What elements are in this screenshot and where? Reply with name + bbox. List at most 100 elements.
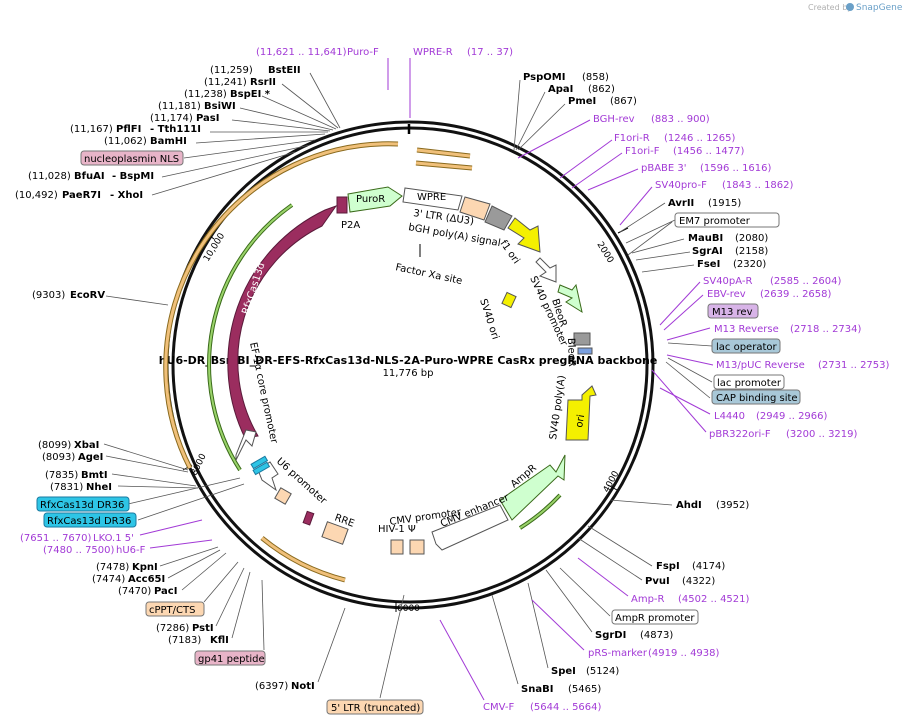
- enzyme-kfli: KflI: [210, 635, 229, 646]
- svg-text:(5465): (5465): [568, 684, 601, 695]
- svg-text:(10,492): (10,492): [15, 190, 58, 201]
- svg-text:(7831): (7831): [50, 482, 83, 493]
- box-cap-binding-site: CAP binding site: [716, 393, 798, 404]
- enzyme-sgrai: SgrAI: [692, 246, 723, 257]
- svg-text:(1246 .. 1265): (1246 .. 1265): [664, 133, 736, 144]
- svg-text:(11,181): (11,181): [158, 101, 201, 112]
- svg-text:(4502 .. 4521): (4502 .. 4521): [678, 594, 750, 605]
- primer-l4440: L4440: [714, 411, 745, 422]
- right-primers: BGH-rev (883 .. 900) F1ori-R (1246 .. 12…: [439, 114, 890, 713]
- plasmid-name: hU6-DR_BsmBI_DR-EFS-RfxCas13d-NLS-2A-Pur…: [159, 354, 658, 367]
- svg-text:(883 .. 900): (883 .. 900): [651, 114, 710, 125]
- svg-text:(11,241): (11,241): [204, 77, 247, 88]
- svg-text:(4174): (4174): [692, 561, 725, 572]
- enzyme-bamhi: BamHI: [150, 136, 187, 147]
- svg-text:(7480 .. 7500): (7480 .. 7500): [43, 545, 115, 556]
- box-em7-promoter: EM7 promoter: [679, 216, 751, 227]
- svg-text:(2718 .. 2734): (2718 .. 2734): [790, 324, 862, 335]
- enzyme-fspi: FspI: [656, 561, 680, 572]
- svg-text:(7651 .. 7670): (7651 .. 7670): [20, 533, 92, 544]
- svg-text:(8093): (8093): [42, 452, 75, 463]
- enzyme-sgrdi: SgrDI: [595, 630, 626, 641]
- svg-text:(1596 .. 1616): (1596 .. 1616): [700, 163, 772, 174]
- box-rfxcas13d-dr36-a: RfxCas13d DR36: [40, 500, 124, 511]
- enzyme-pflfi: PflFI: [116, 124, 141, 135]
- enzyme-maubi: MauBI: [688, 233, 723, 244]
- enzyme-pspomi: PspOMI: [523, 72, 565, 83]
- svg-text:(3952): (3952): [716, 500, 749, 511]
- svg-text:(7470): (7470): [118, 586, 151, 597]
- svg-text:- BspMI: - BspMI: [112, 171, 154, 182]
- enzyme-fsei: FseI: [697, 259, 720, 270]
- svg-text:(5644 .. 5664): (5644 .. 5664): [530, 702, 602, 713]
- primer-pbabe3: pBABE 3': [641, 163, 687, 174]
- feature-bgh: bGH poly(A) signal: [407, 222, 501, 249]
- top-primers: (11,621 .. 11,641) Puro-F WPRE-R (17 .. …: [256, 47, 513, 118]
- feature-p2a: P2A: [341, 220, 360, 231]
- box-m13-rev: M13 rev: [712, 307, 753, 318]
- svg-text:(2080): (2080): [735, 233, 768, 244]
- primer-f1ori-r: F1ori-R: [614, 133, 650, 144]
- svg-text:(6397): (6397): [255, 681, 288, 692]
- svg-text:(4919 .. 4938): (4919 .. 4938): [648, 648, 720, 659]
- feature-puror: PuroR: [356, 194, 385, 205]
- primer-m13-puc-reverse: M13/pUC Reverse: [716, 360, 805, 371]
- primer-hu6-f: hU6-F: [116, 545, 146, 556]
- feature-wpre: WPRE: [417, 192, 446, 203]
- svg-text:(1843 .. 1862): (1843 .. 1862): [722, 180, 794, 191]
- svg-text:(867): (867): [610, 96, 637, 107]
- svg-text:(11,167): (11,167): [70, 124, 113, 135]
- svg-text:- XhoI: - XhoI: [110, 190, 143, 201]
- svg-text:(11,259): (11,259): [210, 65, 253, 76]
- enzyme-paer7i: PaeR7I: [62, 190, 101, 201]
- svg-text:(4322): (4322): [682, 576, 715, 587]
- feature-f1ori: f1 ori: [498, 238, 522, 266]
- svg-text:(11,028): (11,028): [28, 171, 71, 182]
- svg-text:(2158): (2158): [735, 246, 768, 257]
- svg-text:(2639 .. 2658): (2639 .. 2658): [760, 289, 832, 300]
- svg-text:(11,174): (11,174): [150, 113, 193, 124]
- svg-text:(7478): (7478): [96, 562, 129, 573]
- box-rfxcas13d-dr36-b: RfxCas13d DR36: [47, 516, 131, 527]
- svg-text:(3200 .. 3219): (3200 .. 3219): [786, 429, 858, 440]
- enzyme-bsiwi: BsiWI: [204, 101, 236, 112]
- tick-6000: 6000: [397, 604, 420, 614]
- box-5-ltr-truncated: 5' LTR (truncated): [331, 703, 420, 714]
- enzyme-acc65i: Acc65I: [128, 574, 165, 585]
- primer-lko15: LKO.1 5': [93, 533, 134, 544]
- primer-amp-r: Amp-R: [631, 594, 665, 605]
- svg-text:(2320): (2320): [733, 259, 766, 270]
- feature-rfxcas13d: RfxCas13d: [240, 261, 267, 316]
- svg-text:(5124): (5124): [586, 666, 619, 677]
- feature-sv40-ori: SV40 ori: [477, 298, 500, 341]
- right-enzymes: PspOMI (858) ApaI (862) PmeI (867) AvrII…: [491, 72, 768, 695]
- primer-prs-marker: pRS-marker: [588, 648, 648, 659]
- snapgene-logo-icon: [846, 3, 854, 11]
- svg-text:(9303): (9303): [32, 290, 65, 301]
- box-lac-operator: lac operator: [716, 342, 777, 353]
- primer-pbr322ori-f: pBR322ori-F: [709, 429, 771, 440]
- snapgene-brand: SnapGene: [856, 3, 903, 13]
- enzyme-bmti: BmtI: [81, 470, 108, 481]
- box-nucleoplasmin-nls: nucleoplasmin NLS: [84, 154, 179, 165]
- primer-sv40pro-f: SV40pro-F: [655, 180, 707, 191]
- primer-m13-reverse: M13 Reverse: [714, 324, 779, 335]
- feature-bleor-truncated: BleoR: [565, 338, 577, 367]
- svg-text:- Tth111I: - Tth111I: [150, 124, 201, 135]
- svg-text:(2731 .. 2753): (2731 .. 2753): [818, 360, 890, 371]
- box-ampr-promoter: AmpR promoter: [615, 613, 695, 624]
- primer-sv40pa-r: SV40pA-R: [703, 276, 752, 287]
- svg-text:(7183): (7183): [168, 635, 201, 646]
- left-top-enzymes: (11,259) BstEII (11,241) RsrII (11,238) …: [15, 65, 341, 306]
- feature-factor-xa: Factor Xa site: [394, 262, 463, 287]
- enzyme-pasi: PasI: [196, 113, 219, 124]
- svg-text:(11,238): (11,238): [184, 89, 227, 100]
- enzyme-snabi: SnaBI: [521, 684, 553, 695]
- svg-text:(17 .. 37): (17 .. 37): [467, 47, 513, 58]
- box-cppt-cts: cPPT/CTS: [149, 605, 195, 616]
- enzyme-spei: SpeI: [551, 666, 576, 677]
- primer-ebv-rev: EBV-rev: [707, 289, 746, 300]
- svg-text:(7835): (7835): [45, 470, 78, 481]
- enzyme-psti: PstI: [192, 623, 214, 634]
- svg-text:(11,062): (11,062): [104, 136, 147, 147]
